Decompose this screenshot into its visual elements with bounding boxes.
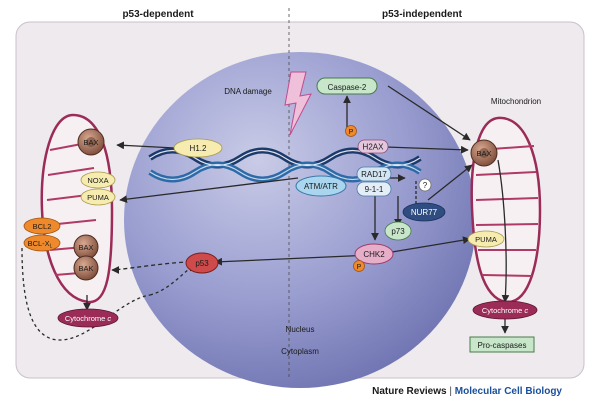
svg-text:9-1-1: 9-1-1 <box>365 185 384 194</box>
svg-text:P: P <box>349 129 354 136</box>
phosphate-h2ax: P <box>345 125 357 137</box>
svg-text:BAX: BAX <box>83 138 98 147</box>
svg-text:BAX: BAX <box>78 243 93 252</box>
node-noxa: NOXA <box>80 171 116 189</box>
credit-separator: | <box>449 386 452 397</box>
node-h2ax: H2AX <box>357 139 389 154</box>
node-bax-left: BAX <box>77 128 105 156</box>
svg-text:CHK2: CHK2 <box>363 250 385 259</box>
svg-text:BCL2: BCL2 <box>33 222 52 231</box>
node-unknown: ? <box>418 178 432 192</box>
svg-text:ATM/ATR: ATM/ATR <box>304 182 338 191</box>
svg-text:Pro-caspases: Pro-caspases <box>478 341 527 350</box>
node-h1-2: H1.2 <box>173 138 223 158</box>
node-caspase-2: Caspase-2 <box>316 77 378 95</box>
node-puma-right: PUMA <box>467 230 505 248</box>
svg-text:BAX: BAX <box>476 149 491 158</box>
node-nur77: NUR77 <box>402 202 446 222</box>
node-pro-caspases: Pro-caspases <box>469 336 535 353</box>
node-cytochrome-c-left: Cytochrome c <box>57 308 119 328</box>
svg-text:PUMA: PUMA <box>475 235 497 244</box>
label-dna-damage: DNA damage <box>224 87 272 96</box>
node-bcl-xl: BCL-XL <box>23 234 61 252</box>
svg-text:BAK: BAK <box>78 264 93 273</box>
node-9-1-1: 9-1-1 <box>356 181 392 197</box>
svg-text:NOXA: NOXA <box>87 176 108 185</box>
label-mitochondrion: Mitochondrion <box>491 97 541 106</box>
svg-text:PUMA: PUMA <box>87 193 109 202</box>
node-atm-atr: ATM/ATR <box>295 175 347 197</box>
node-chk2: CHK2 <box>354 243 394 265</box>
svg-text:p53: p53 <box>195 259 209 268</box>
credit-subtitle: Molecular Cell Biology <box>454 386 562 397</box>
svg-text:H2AX: H2AX <box>363 143 385 152</box>
svg-text:Caspase-2: Caspase-2 <box>328 83 367 92</box>
label-nucleus: Nucleus <box>286 325 315 334</box>
svg-text:p73: p73 <box>391 227 405 236</box>
header-p53-dependent: p53-dependent <box>122 9 194 20</box>
node-bax-bak: BAX BAK <box>73 234 99 281</box>
node-bax-right: BAX <box>470 139 498 167</box>
node-cytochrome-c-right: Cytochrome c <box>472 300 538 320</box>
svg-text:BCL-XL: BCL-XL <box>28 239 53 250</box>
header-p53-independent: p53-independent <box>382 9 463 20</box>
svg-text:NUR77: NUR77 <box>411 208 438 217</box>
journal-credit: Nature Reviews | Molecular Cell Biology <box>372 386 562 397</box>
node-bcl2: BCL2 <box>23 217 61 235</box>
lightning-bolt-icon <box>284 71 312 136</box>
svg-text:Cytochrome c: Cytochrome c <box>482 306 529 315</box>
credit-journal: Nature Reviews <box>372 386 447 397</box>
svg-text:Cytochrome c: Cytochrome c <box>65 314 112 323</box>
node-puma-left: PUMA <box>80 188 116 206</box>
svg-text:?: ? <box>423 181 428 190</box>
svg-text:P: P <box>357 264 362 271</box>
phosphate-chk2: P <box>353 260 365 272</box>
label-cytoplasm: Cytoplasm <box>281 347 319 356</box>
node-p73: p73 <box>384 221 412 241</box>
svg-text:H1.2: H1.2 <box>190 144 207 153</box>
node-p53: p53 <box>185 252 219 274</box>
nucleus <box>124 52 476 388</box>
node-rad17: RAD17 <box>356 166 392 182</box>
svg-text:RAD17: RAD17 <box>361 170 387 179</box>
